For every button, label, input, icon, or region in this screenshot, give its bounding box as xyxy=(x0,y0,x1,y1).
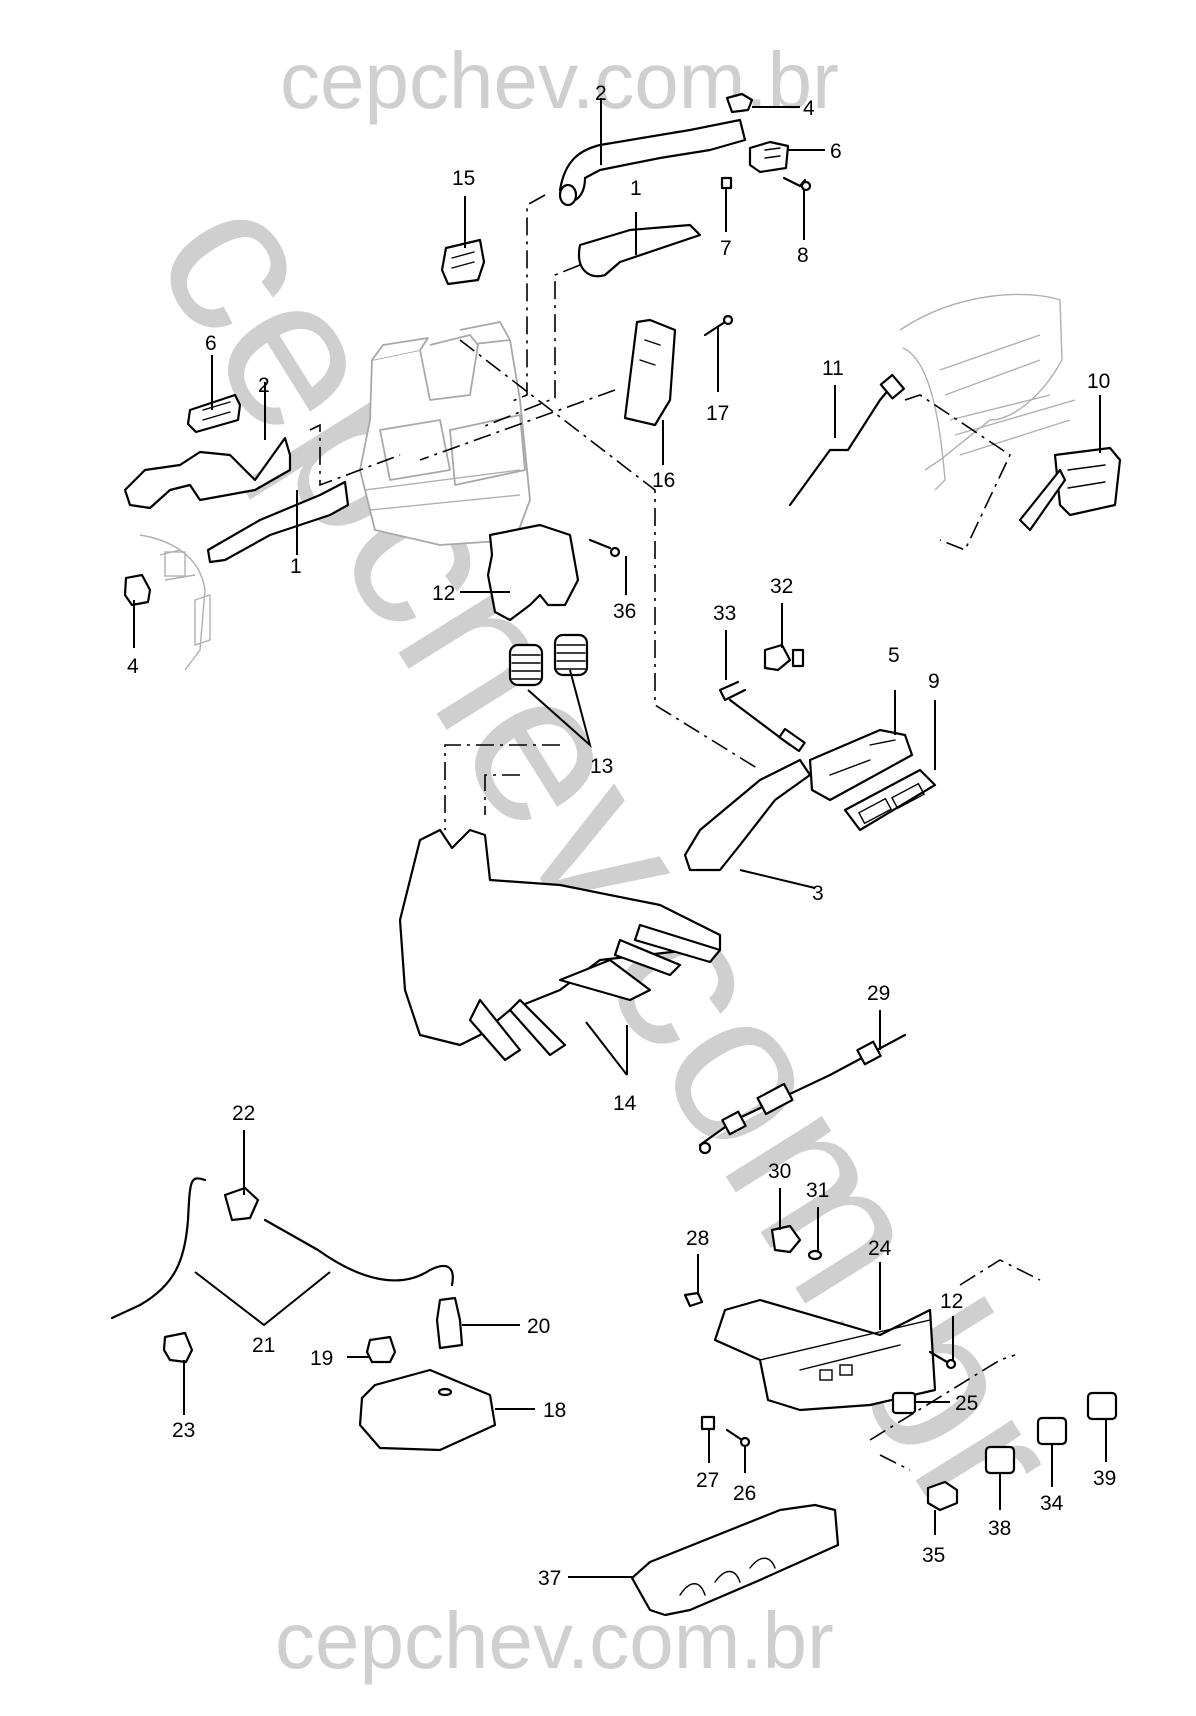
callout-30: 30 xyxy=(768,1160,791,1183)
callout-35: 35 xyxy=(922,1544,945,1567)
callout-12-adapter: 12 xyxy=(432,582,455,605)
callout-37: 37 xyxy=(538,1567,561,1590)
part-38-switch[interactable] xyxy=(984,1445,1016,1475)
part-33-sensor-hose[interactable] xyxy=(718,680,806,753)
callout-36: 36 xyxy=(613,600,636,623)
part-26-screw[interactable] xyxy=(725,1428,751,1448)
part-3-center-duct[interactable] xyxy=(683,758,812,872)
callout-18: 18 xyxy=(543,1399,566,1422)
callout-6-top: 6 xyxy=(830,140,842,163)
callout-33: 33 xyxy=(713,602,736,625)
callout-13: 13 xyxy=(590,755,613,778)
part-39-switch[interactable] xyxy=(1086,1391,1118,1421)
callout-29: 29 xyxy=(867,982,890,1005)
part-24-control-panel-housing[interactable] xyxy=(713,1298,937,1412)
callout-28: 28 xyxy=(686,1227,709,1250)
callout-12-screw: 12 xyxy=(940,1290,963,1313)
callout-24: 24 xyxy=(868,1237,892,1260)
callout-15: 15 xyxy=(452,167,475,190)
callout-1-top: 1 xyxy=(630,177,642,200)
callout-8: 8 xyxy=(797,244,809,267)
part-16-center-bracket[interactable] xyxy=(623,318,677,427)
part-12-floor-adapter[interactable] xyxy=(486,523,580,622)
part-15-center-grille[interactable] xyxy=(440,238,486,286)
part-1-upper-duct[interactable] xyxy=(577,223,702,278)
callout-20: 20 xyxy=(527,1315,550,1338)
part-10-dash-vent[interactable] xyxy=(1018,446,1122,532)
callout-2-left: 2 xyxy=(258,374,270,397)
watermark-top: cepchev.com.br xyxy=(280,36,839,125)
callout-14: 14 xyxy=(613,1092,637,1115)
part-36-screw[interactable] xyxy=(588,538,621,558)
part-21-vacuum-hose[interactable] xyxy=(110,1177,454,1320)
callout-6-left: 6 xyxy=(205,332,217,355)
part-2-left-duct[interactable] xyxy=(123,436,292,510)
leader-lines xyxy=(133,98,1107,1578)
dashboard-ghost xyxy=(899,293,1076,491)
callout-27: 27 xyxy=(696,1469,719,1492)
watermark-group: cepchev.com.br cepchev.com.br cepchev.co… xyxy=(111,36,1111,1685)
callout-3: 3 xyxy=(812,882,824,905)
part-5-center-vent-housing[interactable] xyxy=(808,728,914,802)
left-dash-ghost xyxy=(139,534,211,671)
part-13-bellows-right[interactable] xyxy=(553,633,589,677)
part-31-bulb[interactable] xyxy=(807,1249,823,1261)
callout-labels: 2 4 6 7 8 15 1 6 2 17 11 10 16 1 12 36 4… xyxy=(127,82,1116,1590)
callout-10: 10 xyxy=(1087,370,1110,393)
part-6-left-vent[interactable] xyxy=(186,393,242,434)
part-6-outer-vent[interactable] xyxy=(748,140,790,174)
callout-11: 11 xyxy=(822,357,844,380)
watermark-bottom: cepchev.com.br xyxy=(275,1596,834,1685)
part-17-screw[interactable] xyxy=(703,314,734,337)
part-19-nut[interactable] xyxy=(365,1335,397,1364)
part-11-aspirator-hose[interactable] xyxy=(788,373,906,507)
part-14-floor-duct[interactable] xyxy=(398,828,722,1062)
assembly-lines xyxy=(309,194,1041,1471)
callout-19: 19 xyxy=(310,1347,333,1370)
callout-2-top: 2 xyxy=(595,82,607,105)
callout-38: 38 xyxy=(988,1517,1011,1540)
part-4-left-vent-cap[interactable] xyxy=(123,573,152,607)
part-13-bellows-left[interactable] xyxy=(508,643,544,687)
part-23-hose-clip[interactable] xyxy=(162,1331,194,1364)
callout-32: 32 xyxy=(770,575,793,598)
part-28-clip[interactable] xyxy=(683,1291,704,1308)
callout-21: 21 xyxy=(252,1334,275,1357)
callout-17: 17 xyxy=(706,402,729,425)
callout-34: 34 xyxy=(1040,1492,1064,1515)
part-22-check-valve[interactable] xyxy=(223,1186,260,1222)
callout-7: 7 xyxy=(720,237,732,260)
part-4-vent-cap[interactable] xyxy=(725,92,754,114)
callout-9: 9 xyxy=(928,670,940,693)
part-37-control-module-bracket[interactable] xyxy=(630,1503,840,1617)
part-32-temperature-sensor[interactable] xyxy=(763,643,805,672)
callout-5: 5 xyxy=(888,644,900,667)
callout-1-left: 1 xyxy=(290,555,302,578)
part-1-left-lower-duct[interactable] xyxy=(206,480,350,564)
part-7-clip[interactable] xyxy=(720,176,733,190)
part-20-hose-connector[interactable] xyxy=(435,1296,464,1350)
part-25-knob[interactable] xyxy=(891,1391,917,1415)
callout-23: 23 xyxy=(172,1419,195,1442)
part-8-screw[interactable] xyxy=(782,176,812,192)
part-29-control-cable[interactable] xyxy=(698,1033,907,1155)
part-2-upper-duct[interactable] xyxy=(558,118,747,207)
part-18-vacuum-reservoir[interactable] xyxy=(358,1368,497,1452)
callout-4-left: 4 xyxy=(127,655,139,678)
heater-case-ghost xyxy=(359,321,531,546)
part-27-clip[interactable] xyxy=(700,1415,716,1431)
callout-25: 25 xyxy=(955,1392,978,1415)
callout-16: 16 xyxy=(652,469,675,492)
callout-31: 31 xyxy=(806,1179,829,1202)
callout-22: 22 xyxy=(232,1102,255,1125)
callout-4-top: 4 xyxy=(803,97,815,120)
callout-39: 39 xyxy=(1093,1467,1116,1490)
part-30-connector[interactable] xyxy=(770,1224,802,1254)
callout-26: 26 xyxy=(733,1482,756,1505)
part-35-button-cap[interactable] xyxy=(926,1480,959,1512)
part-34-switch[interactable] xyxy=(1036,1416,1068,1446)
part-12-screw[interactable] xyxy=(928,1350,957,1370)
part-9-center-vent-lower[interactable] xyxy=(843,768,937,832)
